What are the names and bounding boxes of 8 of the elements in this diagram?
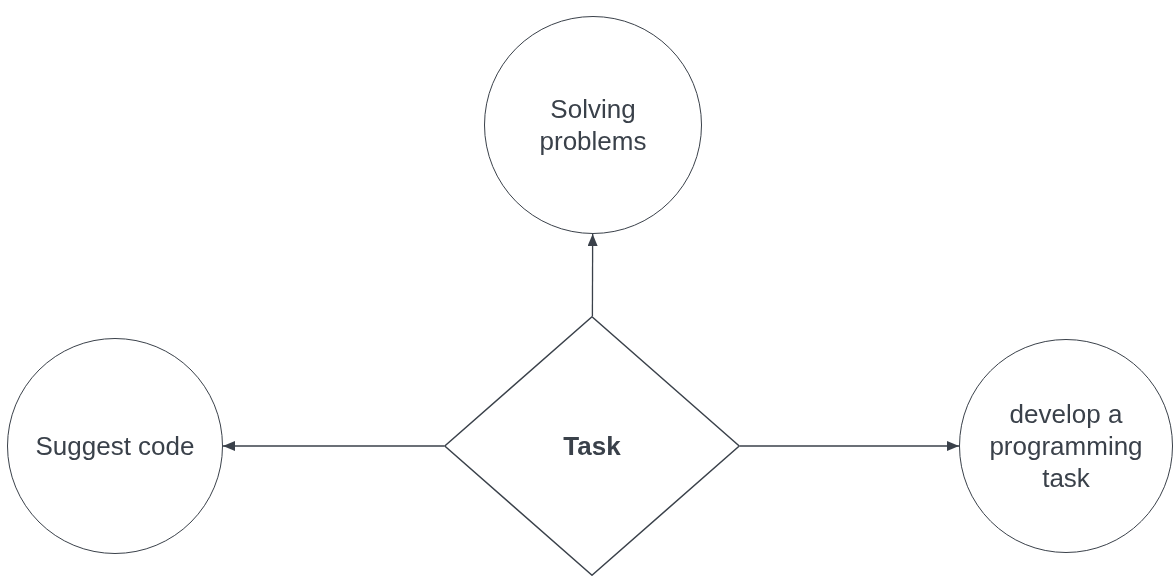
- arrow: [739, 441, 960, 451]
- arrow: [587, 233, 598, 317]
- node-label: Task: [563, 430, 621, 462]
- node-label: develop a programming task: [988, 398, 1144, 494]
- node-label: Suggest code: [35, 430, 195, 462]
- arrow: [222, 441, 445, 451]
- node-label: Solving problems: [538, 93, 648, 157]
- decision-diamond: [444, 316, 740, 576]
